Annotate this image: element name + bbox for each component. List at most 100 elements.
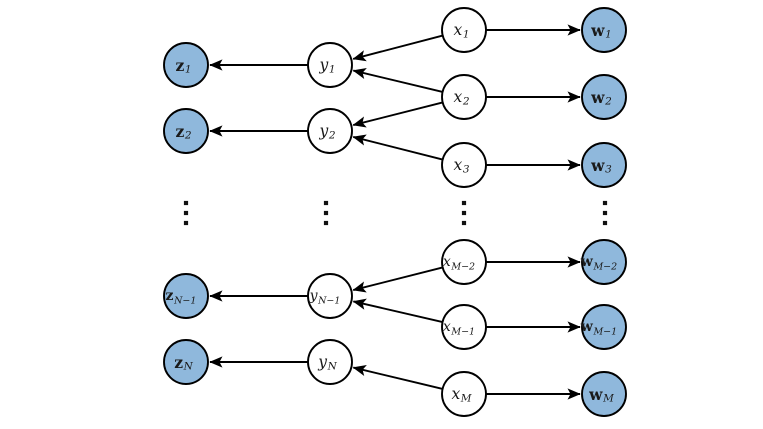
node-y2[interactable]: y2 (307, 108, 353, 154)
node-yN1[interactable]: yN−1 (307, 273, 353, 319)
node-base-zN: z (174, 353, 183, 372)
node-subscript-wM1: M−1 (592, 326, 617, 337)
node-subscript-w1: 1 (605, 29, 612, 41)
vertical-ellipsis-x-column-dot-3 (461, 220, 467, 226)
node-subscript-x1: 1 (463, 29, 470, 41)
node-label-zN1: zN−1 (166, 288, 197, 306)
vertical-ellipsis-z-column (183, 200, 189, 226)
node-subscript-w2: 2 (604, 96, 612, 108)
node-circle-w1[interactable] (581, 7, 627, 53)
node-label-w1: w1 (590, 21, 612, 41)
vertical-ellipsis-x-column-dot-2 (461, 210, 467, 216)
node-subscript-zN1: N−1 (173, 295, 196, 306)
node-zN[interactable]: zN (163, 339, 209, 385)
node-base-z1: z (175, 56, 184, 75)
ellipses-layer (183, 200, 608, 226)
edge-x2-to-y2 (352, 101, 443, 128)
node-zN1[interactable]: zN−1 (163, 273, 209, 319)
node-yN[interactable]: yN (307, 339, 353, 385)
node-circle-zN[interactable] (163, 339, 209, 385)
vertical-ellipsis-z-column-dot-2 (183, 210, 189, 216)
node-xM[interactable]: xM (441, 371, 487, 417)
node-subscript-w3: 3 (605, 164, 612, 176)
vertical-ellipsis-y-column-dot-1 (323, 200, 329, 206)
node-circle-yN[interactable] (307, 339, 353, 385)
node-base-x1: x (453, 21, 462, 39)
node-wM2[interactable]: wM−2 (580, 239, 627, 285)
node-xM2[interactable]: xM−2 (441, 239, 487, 285)
node-xM1[interactable]: xM−1 (441, 304, 487, 350)
node-label-y1: y1 (318, 56, 335, 76)
node-base-xM: x (451, 385, 460, 403)
node-subscript-z1: 1 (185, 64, 192, 76)
node-wM[interactable]: wM (581, 371, 627, 417)
node-base-zN1: z (166, 288, 174, 304)
node-circle-xM2[interactable] (441, 239, 487, 285)
node-label-wM: wM (588, 385, 614, 405)
node-circle-z2[interactable] (163, 108, 209, 154)
node-x1[interactable]: x1 (441, 7, 487, 53)
node-subscript-xM1: M−1 (450, 326, 475, 337)
node-subscript-y1: 1 (329, 64, 336, 76)
node-label-xM1: xM−1 (443, 319, 475, 337)
node-circle-x3[interactable] (441, 142, 487, 188)
edges-layer (209, 24, 581, 400)
node-w1[interactable]: w1 (581, 7, 627, 53)
node-subscript-wM2: M−2 (592, 261, 617, 272)
node-base-z2: z (175, 122, 184, 141)
vertical-ellipsis-z-column-dot-1 (183, 200, 189, 206)
node-circle-y2[interactable] (307, 108, 353, 154)
node-z2[interactable]: z2 (163, 108, 209, 154)
node-label-xM2: xM−2 (443, 254, 475, 272)
node-label-wM2: wM−2 (580, 254, 617, 272)
node-circle-y1[interactable] (307, 42, 353, 88)
node-label-x3: x3 (453, 156, 469, 176)
vertical-ellipsis-w-column (602, 200, 608, 226)
node-x2[interactable]: x2 (441, 74, 487, 120)
node-label-yN1: yN−1 (309, 288, 341, 306)
node-z1[interactable]: z1 (163, 42, 209, 88)
node-base-x2: x (453, 88, 462, 106)
node-circle-xM[interactable] (441, 371, 487, 417)
node-circle-yN1[interactable] (307, 273, 353, 319)
node-circle-wM2[interactable] (581, 239, 627, 285)
node-subscript-wM: M (602, 393, 614, 405)
node-circle-zN1[interactable] (163, 273, 209, 319)
node-base-xM1: x (443, 319, 451, 335)
node-label-zN: zN (174, 353, 193, 373)
node-y1[interactable]: y1 (307, 42, 353, 88)
node-wM1[interactable]: wM−1 (580, 304, 627, 350)
node-circle-x1[interactable] (441, 7, 487, 53)
node-base-w1: w (590, 21, 605, 40)
node-label-xM: xM (451, 385, 471, 405)
node-circle-w2[interactable] (581, 74, 627, 120)
node-circle-wM[interactable] (581, 371, 627, 417)
node-subscript-x2: 2 (462, 96, 470, 108)
node-x3[interactable]: x3 (441, 142, 487, 188)
edge-xM1-to-yN1 (352, 298, 443, 323)
node-circle-w3[interactable] (581, 142, 627, 188)
vertical-ellipsis-y-column (323, 200, 329, 226)
node-label-x1: x1 (453, 21, 469, 41)
node-w2[interactable]: w2 (581, 74, 627, 120)
vertical-ellipsis-w-column-dot-3 (602, 220, 608, 226)
node-base-x3: x (453, 156, 462, 174)
vertical-ellipsis-y-column-dot-2 (323, 210, 329, 216)
node-subscript-x3: 3 (463, 164, 470, 176)
node-label-wM1: wM−1 (580, 319, 617, 337)
node-base-w3: w (590, 156, 605, 175)
node-circle-z1[interactable] (163, 42, 209, 88)
node-subscript-yN: N (327, 361, 338, 373)
node-w3[interactable]: w3 (581, 142, 627, 188)
node-circle-x2[interactable] (441, 74, 487, 120)
node-subscript-zN: N (183, 361, 194, 373)
node-label-x2: x2 (453, 88, 469, 108)
edge-x1-to-y1 (352, 34, 443, 62)
node-circle-xM1[interactable] (441, 304, 487, 350)
edge-xM2-to-yN1 (352, 266, 443, 293)
node-circle-wM1[interactable] (581, 304, 627, 350)
node-base-w2: w (590, 88, 605, 107)
nodes-layer: z1z2zN−1zNy1y2yN−1yNx1x2x3xM−2xM−1xMw1w2… (163, 7, 627, 417)
